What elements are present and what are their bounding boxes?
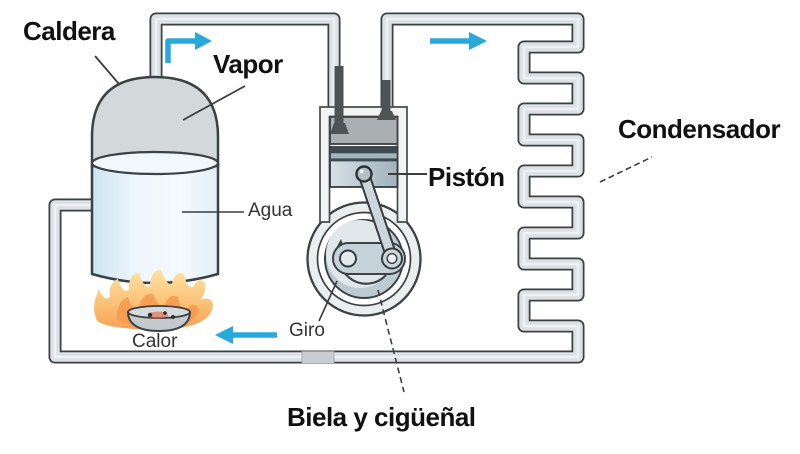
steam-flow-arrow-boiler: [165, 38, 195, 63]
label-caldera: Caldera: [23, 16, 115, 46]
label-agua: Agua: [248, 200, 293, 221]
coal-dot: [147, 312, 153, 318]
label-giro: Giro: [289, 320, 325, 341]
wrist-pin: [355, 165, 373, 183]
main-pipe-loop: [48, 12, 585, 364]
pipe-coupling: [301, 351, 335, 364]
label-biela: Biela y cigüeñal: [287, 402, 476, 432]
coal-dot: [163, 311, 167, 315]
piston-ring: [330, 147, 397, 154]
boiler: [90, 75, 220, 285]
coal-dot: [171, 315, 175, 319]
condensador-leader: [599, 156, 653, 183]
leader-lines: [94, 55, 653, 393]
flow-arrows: [165, 32, 487, 344]
biela-leader: [377, 289, 405, 393]
boiler-water-body: [90, 162, 220, 285]
piston-ring: [330, 158, 397, 162]
label-piston: Pistón: [428, 162, 505, 192]
water-surface: [90, 150, 220, 176]
valve-stem-left: [334, 66, 344, 124]
giro-leader: [318, 280, 338, 322]
label-calor: Calor: [132, 331, 178, 352]
vapor-leader: [182, 85, 246, 121]
label-vapor: Vapor: [213, 49, 283, 79]
engine-assembly: [306, 66, 422, 317]
flame: [94, 269, 213, 333]
label-condensador: Condensador: [618, 114, 781, 144]
valve-stem-right: [381, 80, 391, 112]
boiler-dome: [90, 75, 220, 168]
caldera-leader: [94, 55, 120, 85]
crankshaft-axle: [339, 249, 357, 268]
